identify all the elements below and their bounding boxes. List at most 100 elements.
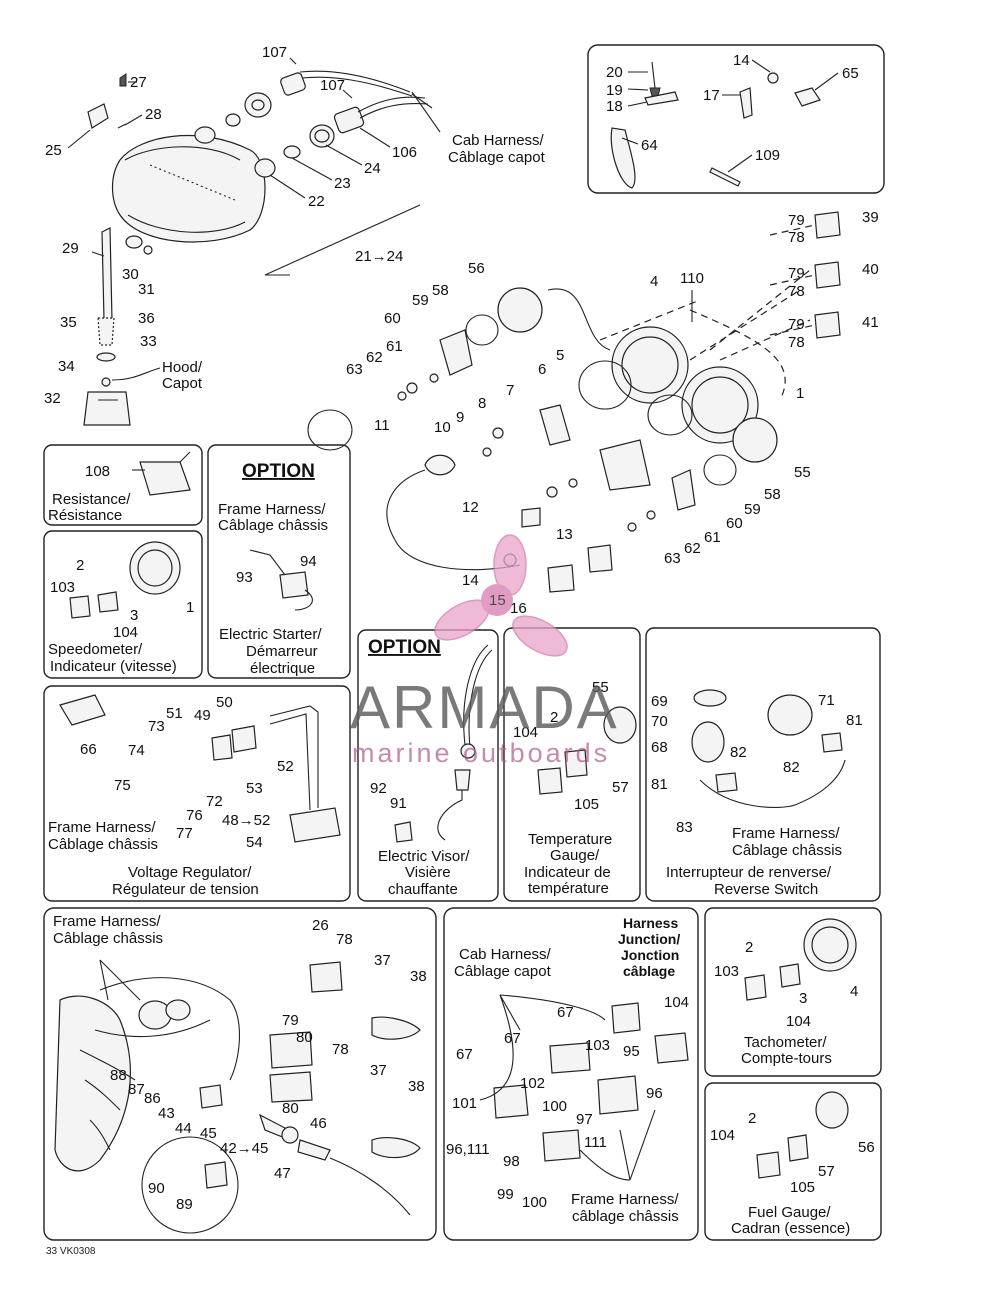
callout: 96 <box>646 1085 663 1102</box>
callout: 59 <box>412 292 429 309</box>
callout: 62 <box>366 349 383 366</box>
junction-cab-line2: Câblage capot <box>454 963 552 980</box>
frame-harness-line1: Frame Harness/ <box>53 913 161 930</box>
callout: 66 <box>80 741 97 758</box>
callout: 74 <box>128 742 145 759</box>
callout: 63 <box>346 361 363 378</box>
callout: 77 <box>176 825 193 842</box>
starter-harness-line1: Frame Harness/ <box>218 501 326 518</box>
callout: 69 <box>651 693 668 710</box>
callout: 44 <box>175 1120 192 1137</box>
callout: 4 <box>650 273 658 290</box>
voltage-regulator-box: 66 51 49 50 73 74 75 72 76 77 53 52 48→5… <box>43 685 351 902</box>
callout: 58 <box>764 486 781 503</box>
callout: 7 <box>506 382 514 399</box>
callout: 105 <box>790 1179 815 1196</box>
visor-caption-line1: Electric Visor/ <box>378 848 470 865</box>
callout: 104 <box>113 624 138 641</box>
callout: 55 <box>794 464 811 481</box>
logo-number: 15 <box>489 592 506 609</box>
callout: 57 <box>818 1163 835 1180</box>
callout: 103 <box>585 1037 610 1054</box>
callout: 64 <box>641 137 658 154</box>
resistance-caption-line2: Résistance <box>48 507 122 524</box>
callout: 49 <box>194 707 211 724</box>
callout: 104 <box>786 1013 811 1030</box>
visor-caption-line3: chauffante <box>388 881 458 898</box>
callout: 111 <box>584 1134 607 1151</box>
regulator-harness-line2: Câblage châssis <box>48 836 158 853</box>
callout: 23 <box>334 175 351 192</box>
callout: 78 <box>788 229 805 246</box>
gauge-cluster <box>307 211 841 593</box>
callout: 96,111 <box>446 1141 490 1158</box>
callout: 100 <box>522 1194 547 1211</box>
callout: 82 <box>783 759 800 776</box>
callout: 25 <box>45 142 62 159</box>
fuel-caption-line2: Cadran (essence) <box>731 1220 850 1237</box>
callout: 34 <box>58 358 75 375</box>
callout: 108 <box>85 463 110 480</box>
fuel-caption-line1: Fuel Gauge/ <box>748 1204 831 1221</box>
callout: 48→52 <box>222 812 270 829</box>
callout: 78 <box>788 334 805 351</box>
callout: 67 <box>456 1046 473 1063</box>
callout: 80 <box>282 1100 299 1117</box>
callout: 61 <box>386 338 403 355</box>
callout: 95 <box>623 1043 640 1060</box>
callout: 78 <box>336 931 353 948</box>
junction-title-line4: câblage <box>623 963 675 979</box>
regulator-harness-line1: Frame Harness/ <box>48 819 156 836</box>
frame-harness-line2: Câblage châssis <box>53 930 163 947</box>
junction-title-line2: Junction/ <box>618 931 680 947</box>
watermark-tagline: marine outboards <box>352 738 610 768</box>
callout: 2 <box>550 709 558 726</box>
callout: 93 <box>236 569 253 586</box>
callout: 4 <box>850 983 858 1000</box>
callout: 26 <box>312 917 329 934</box>
callout: 14 <box>462 572 479 589</box>
callout: 21→24 <box>355 248 403 265</box>
callout: 46 <box>310 1115 327 1132</box>
starter-caption-line1: Electric Starter/ <box>219 626 322 643</box>
callout: 94 <box>300 553 317 570</box>
callout: 99 <box>497 1186 514 1203</box>
temperature-caption-line1: Temperature <box>528 831 612 848</box>
callout: 41 <box>862 314 879 331</box>
callout: 79 <box>282 1012 299 1029</box>
resistance-caption-line1: Resistance/ <box>52 491 131 508</box>
callout: 18 <box>606 98 623 115</box>
callout: 10 <box>434 419 451 436</box>
cab-harness-label-line1: Cab Harness/ <box>452 132 545 149</box>
callout: 63 <box>664 550 681 567</box>
callout: 82 <box>730 744 747 761</box>
callout: 35 <box>60 314 77 331</box>
callout: 3 <box>799 990 807 1007</box>
callout: 54 <box>246 834 263 851</box>
junction-cab-line1: Cab Harness/ <box>459 946 552 963</box>
regulator-caption-line1: Voltage Regulator/ <box>128 864 252 881</box>
electric-starter-box: OPTION Frame Harness/ Câblage châssis 94… <box>207 444 351 679</box>
callout: 78 <box>332 1041 349 1058</box>
cab-harness-label-line2: Câblage capot <box>448 149 546 166</box>
option-title: OPTION <box>368 637 441 658</box>
callout: 90 <box>148 1180 165 1197</box>
callout: 86 <box>144 1090 161 1107</box>
callout: 6 <box>538 361 546 378</box>
callout: 30 <box>122 266 139 283</box>
callout: 43 <box>158 1105 175 1122</box>
callout: 110 <box>680 270 704 287</box>
callout: 60 <box>384 310 401 327</box>
junction-title-line3: Jonction <box>621 947 679 963</box>
callout: 39 <box>862 209 879 226</box>
callout: 2 <box>76 557 84 574</box>
callout: 19 <box>606 82 623 99</box>
callout: 38 <box>410 968 427 985</box>
callout: 56 <box>468 260 485 277</box>
callout: 88 <box>110 1067 127 1084</box>
callout: 57 <box>612 779 629 796</box>
tachometer-caption-line1: Tachometer/ <box>744 1034 827 1051</box>
callout: 60 <box>726 515 743 532</box>
callout: 87 <box>128 1081 145 1098</box>
callout: 73 <box>148 718 165 735</box>
